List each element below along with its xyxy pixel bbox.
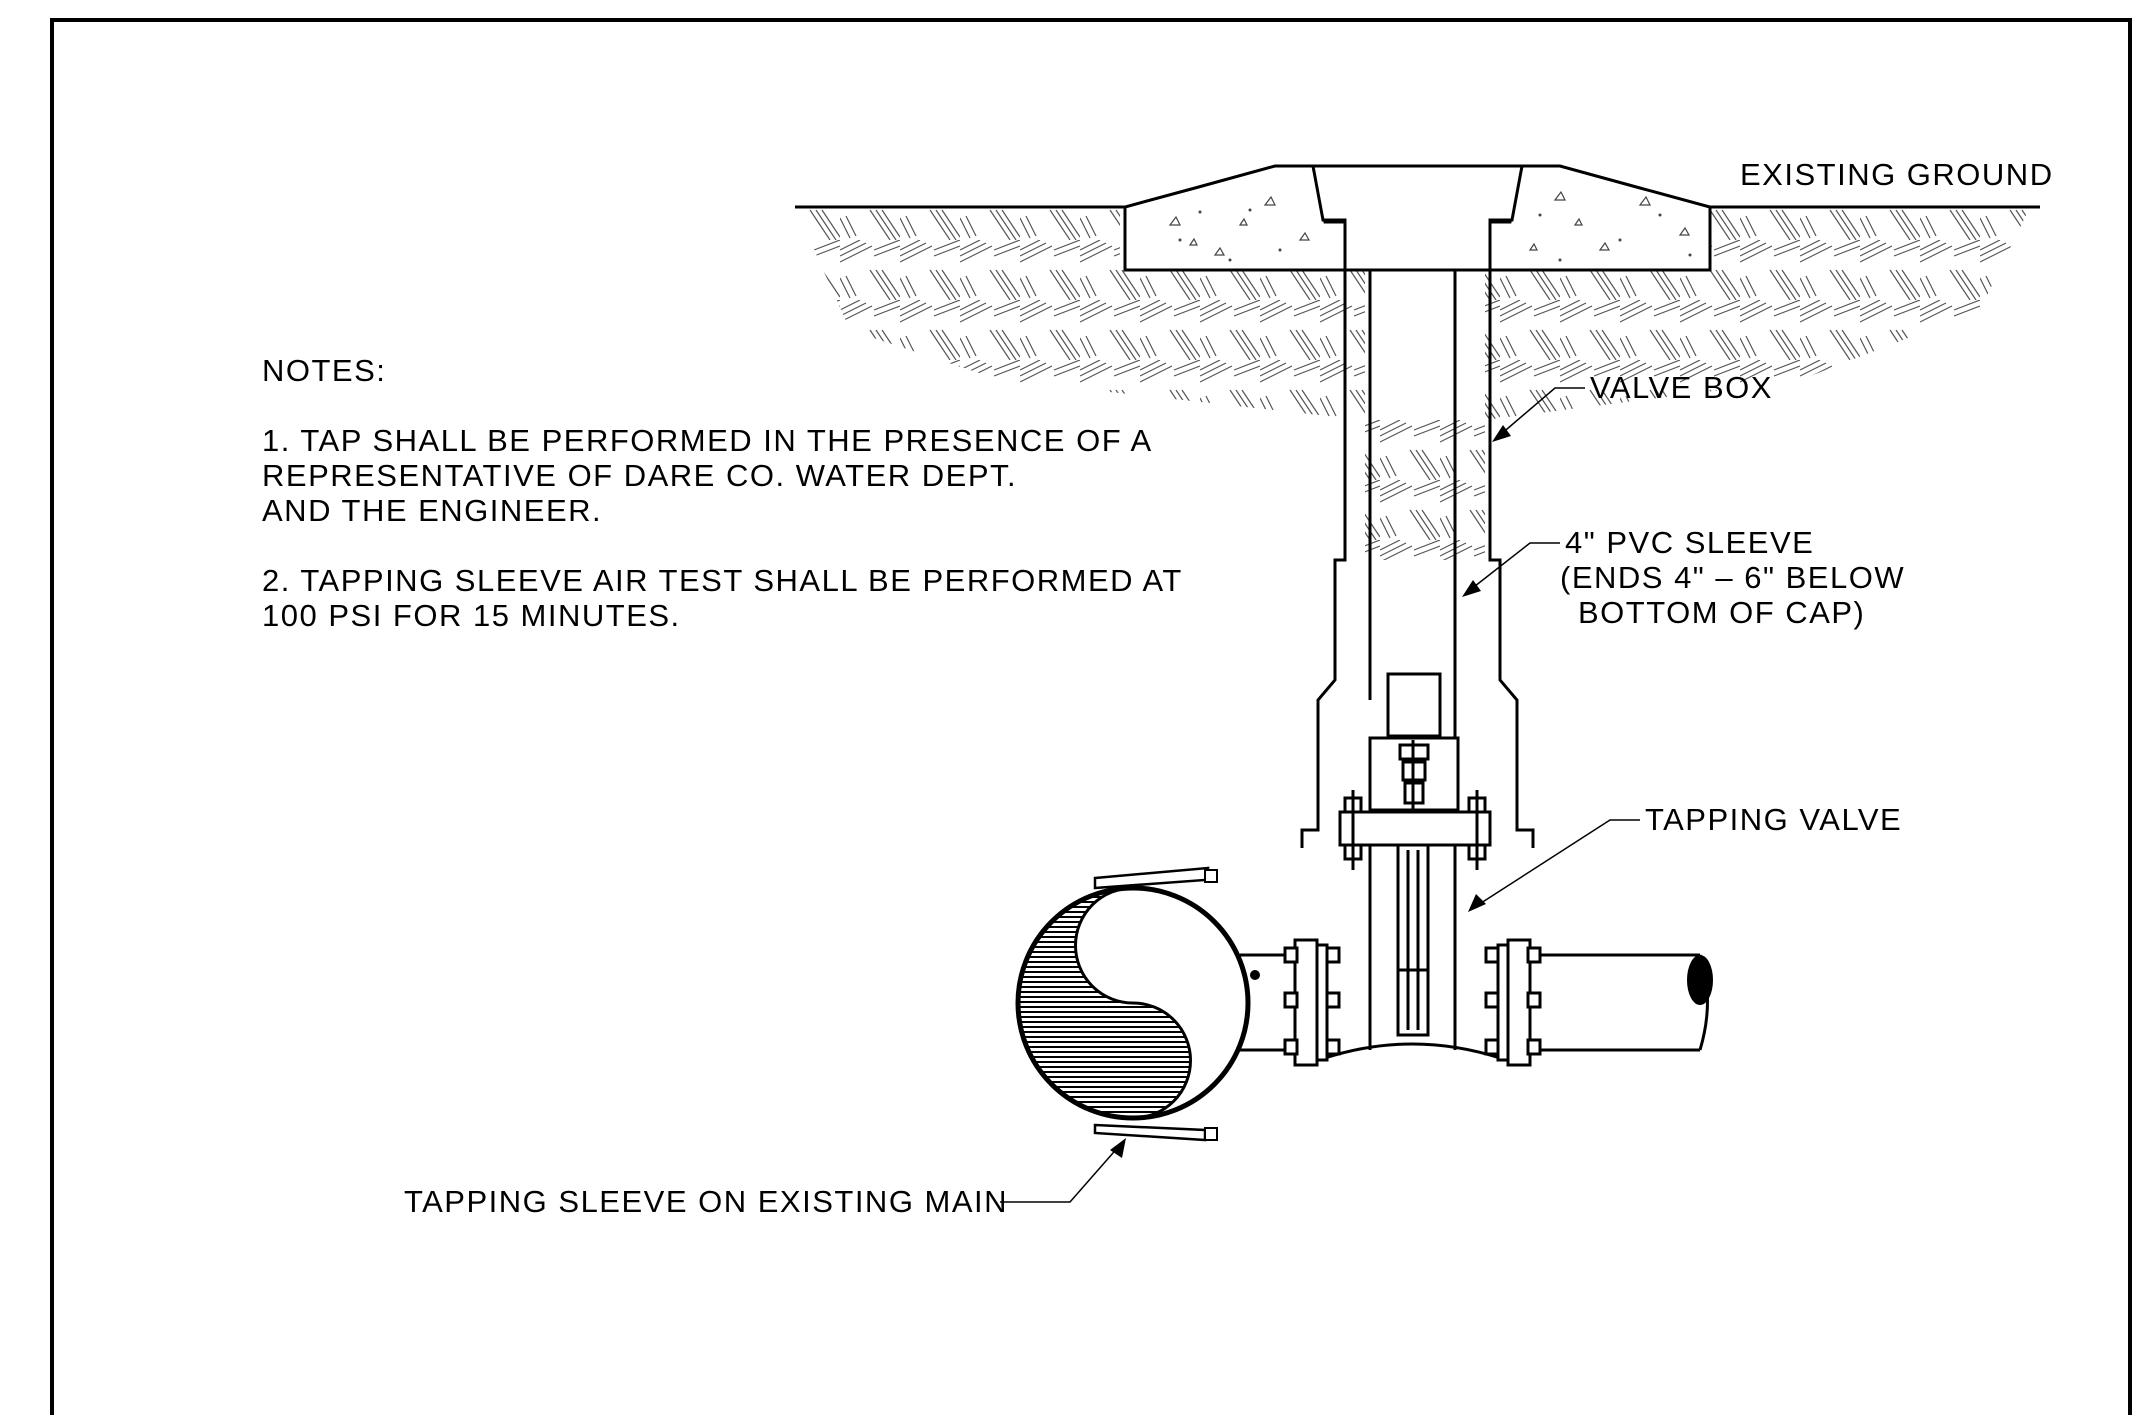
pvc-sleeve-label-line-2: (ENDS 4" – 6" BELOW <box>1560 560 1905 595</box>
valve-box-cap <box>1311 164 1524 272</box>
leader-arrowheads <box>1110 425 1511 1158</box>
left-flange <box>1283 938 1341 1067</box>
note-2-line-1: 2. TAPPING SLEEVE AIR TEST SHALL BE PERF… <box>262 563 1183 598</box>
existing-ground-label: EXISTING GROUND <box>1740 157 2054 192</box>
note-1-line-1: 1. TAP SHALL BE PERFORMED IN THE PRESENC… <box>262 423 1153 458</box>
pvc-sleeve <box>1368 268 1457 740</box>
pipe-end <box>1687 955 1713 1005</box>
concrete-pad <box>1123 164 1712 272</box>
tapping-sleeve <box>1015 866 1251 1142</box>
note-1-line-3: AND THE ENGINEER. <box>262 493 602 528</box>
right-flange <box>1484 938 1542 1067</box>
tapping-valve-label: TAPPING VALVE <box>1645 802 1902 837</box>
tapping-valve-body <box>1368 843 1457 1050</box>
tapping-sleeve-label: TAPPING SLEEVE ON EXISTING MAIN <box>404 1184 1008 1219</box>
notes-heading: NOTES: <box>262 353 386 388</box>
operating-nut <box>1368 672 1460 812</box>
note-1-line-2: REPRESENTATIVE OF DARE CO. WATER DEPT. <box>262 458 1017 493</box>
pvc-sleeve-label-line-1: 4" PVC SLEEVE <box>1565 525 1814 560</box>
sheet-border <box>50 18 2132 1420</box>
main-pipe <box>1240 953 1700 1060</box>
valve-box-label: VALVE BOX <box>1590 370 1773 405</box>
notes-block: NOTES: 1. TAP SHALL BE PERFORMED IN THE … <box>262 353 1183 633</box>
note-2-line-2: 100 PSI FOR 15 MINUTES. <box>262 598 681 633</box>
valve-box-body <box>1300 270 1535 848</box>
leader-lines <box>1000 387 1640 1203</box>
pvc-sleeve-label-line-3: BOTTOM OF CAP) <box>1578 595 1865 630</box>
valve-top-flange <box>1338 790 1492 870</box>
